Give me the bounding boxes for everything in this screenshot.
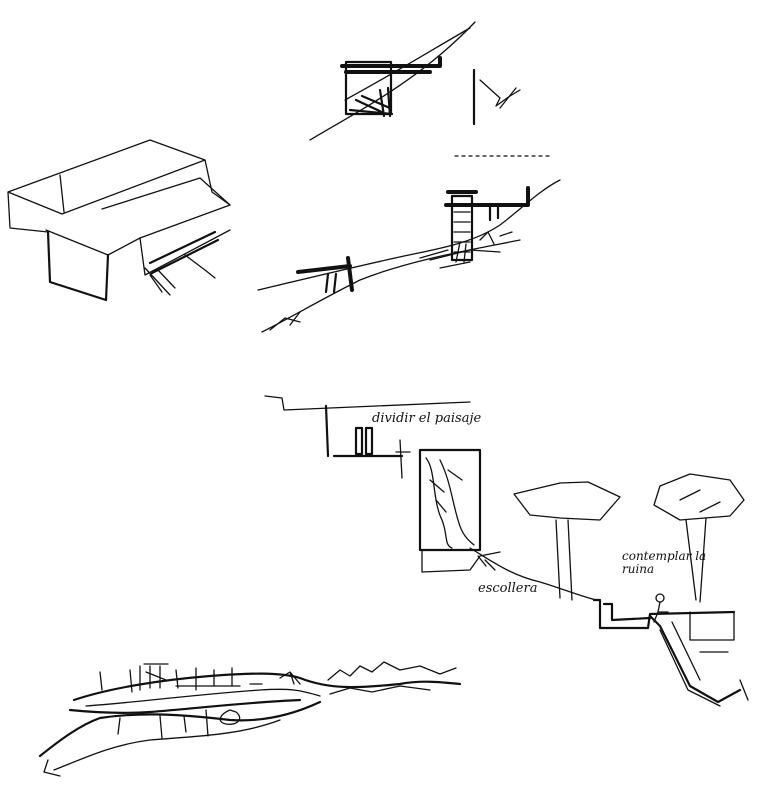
section-sketch-tower xyxy=(257,179,561,333)
annotation-contemplar-ruina: contemplar la ruina xyxy=(622,549,707,576)
box-perspective-sketch xyxy=(7,139,231,302)
landscape-sketch xyxy=(38,661,462,777)
annotation-escollera: escollera xyxy=(478,581,538,596)
section-sketch-top xyxy=(309,21,521,141)
annotation-dividir-paisaje: dividir el paisaje xyxy=(372,411,482,426)
section-sketch-annotated xyxy=(264,395,749,707)
